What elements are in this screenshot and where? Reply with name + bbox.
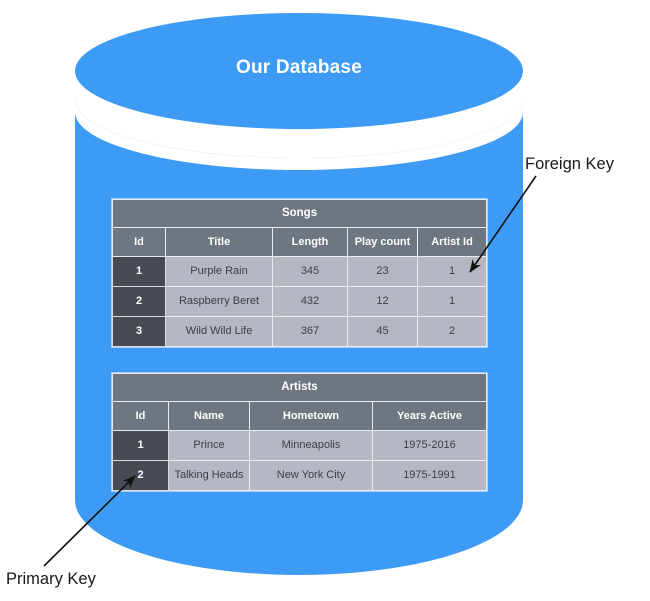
- songs-cell-length: 432: [272, 286, 348, 317]
- table-title-row: Songs: [111, 199, 488, 228]
- foreign-key-label: Foreign Key: [525, 155, 614, 173]
- artists-cell-years-active: 1975-2016: [372, 430, 487, 461]
- artists-table: Artists Id Name Hometown Years Active 1 …: [112, 373, 487, 491]
- songs-cell-play-count: 45: [347, 316, 418, 347]
- songs-cell-title: Wild Wild Life: [165, 316, 273, 347]
- table-row: 2 Raspberry Beret 432 12 1: [112, 286, 488, 317]
- cylinder-gap: [75, 100, 523, 170]
- database-title: Our Database: [236, 57, 362, 78]
- artists-table-name: Artists: [112, 373, 487, 402]
- artists-col-name: Name: [168, 401, 250, 431]
- songs-cell-artist-id: 2: [416, 316, 488, 347]
- artists-cell-id: 1: [112, 430, 169, 461]
- table-row: 1 Prince Minneapolis 1975-2016: [112, 430, 487, 461]
- artists-col-years-active: Years Active: [372, 401, 487, 431]
- artists-col-id: Id: [112, 401, 169, 431]
- artists-cell-id: 2: [112, 460, 169, 491]
- table-row: 2 Talking Heads New York City 1975-1991: [112, 460, 487, 491]
- primary-key-label: Primary Key: [6, 570, 96, 588]
- artists-cell-hometown: New York City: [249, 460, 373, 491]
- songs-cell-id: 3: [112, 316, 166, 347]
- songs-cell-artist-id: 1: [416, 256, 488, 287]
- table-header-row: Id Name Hometown Years Active: [112, 401, 487, 431]
- artists-cell-years-active: 1975-1991: [372, 460, 487, 491]
- songs-col-play-count: Play count: [347, 227, 418, 257]
- songs-table-name: Songs: [111, 199, 488, 228]
- songs-cell-id: 1: [112, 256, 166, 287]
- songs-col-title: Title: [165, 227, 273, 257]
- songs-cell-play-count: 23: [347, 256, 418, 287]
- songs-cell-title: Purple Rain: [165, 256, 273, 287]
- songs-table: Songs Id Title Length Play count Artist …: [111, 199, 488, 347]
- artists-cell-hometown: Minneapolis: [249, 430, 373, 461]
- artists-cell-name: Talking Heads: [168, 460, 250, 491]
- songs-cell-title: Raspberry Beret: [165, 286, 273, 317]
- songs-cell-play-count: 12: [347, 286, 418, 317]
- songs-col-id: Id: [112, 227, 166, 257]
- songs-cell-id: 2: [112, 286, 166, 317]
- table-title-row: Artists: [112, 373, 487, 402]
- artists-col-hometown: Hometown: [249, 401, 373, 431]
- table-row: 1 Purple Rain 345 23 1: [112, 256, 488, 287]
- songs-cell-artist-id: 1: [416, 286, 488, 317]
- artists-cell-name: Prince: [168, 430, 250, 461]
- songs-cell-length: 367: [272, 316, 348, 347]
- table-header-row: Id Title Length Play count Artist Id: [112, 227, 488, 257]
- cylinder-top-cap: [75, 13, 523, 129]
- songs-col-artist-id: Artist Id: [416, 227, 488, 257]
- songs-col-length: Length: [272, 227, 348, 257]
- table-row: 3 Wild Wild Life 367 45 2: [112, 316, 488, 347]
- songs-cell-length: 345: [272, 256, 348, 287]
